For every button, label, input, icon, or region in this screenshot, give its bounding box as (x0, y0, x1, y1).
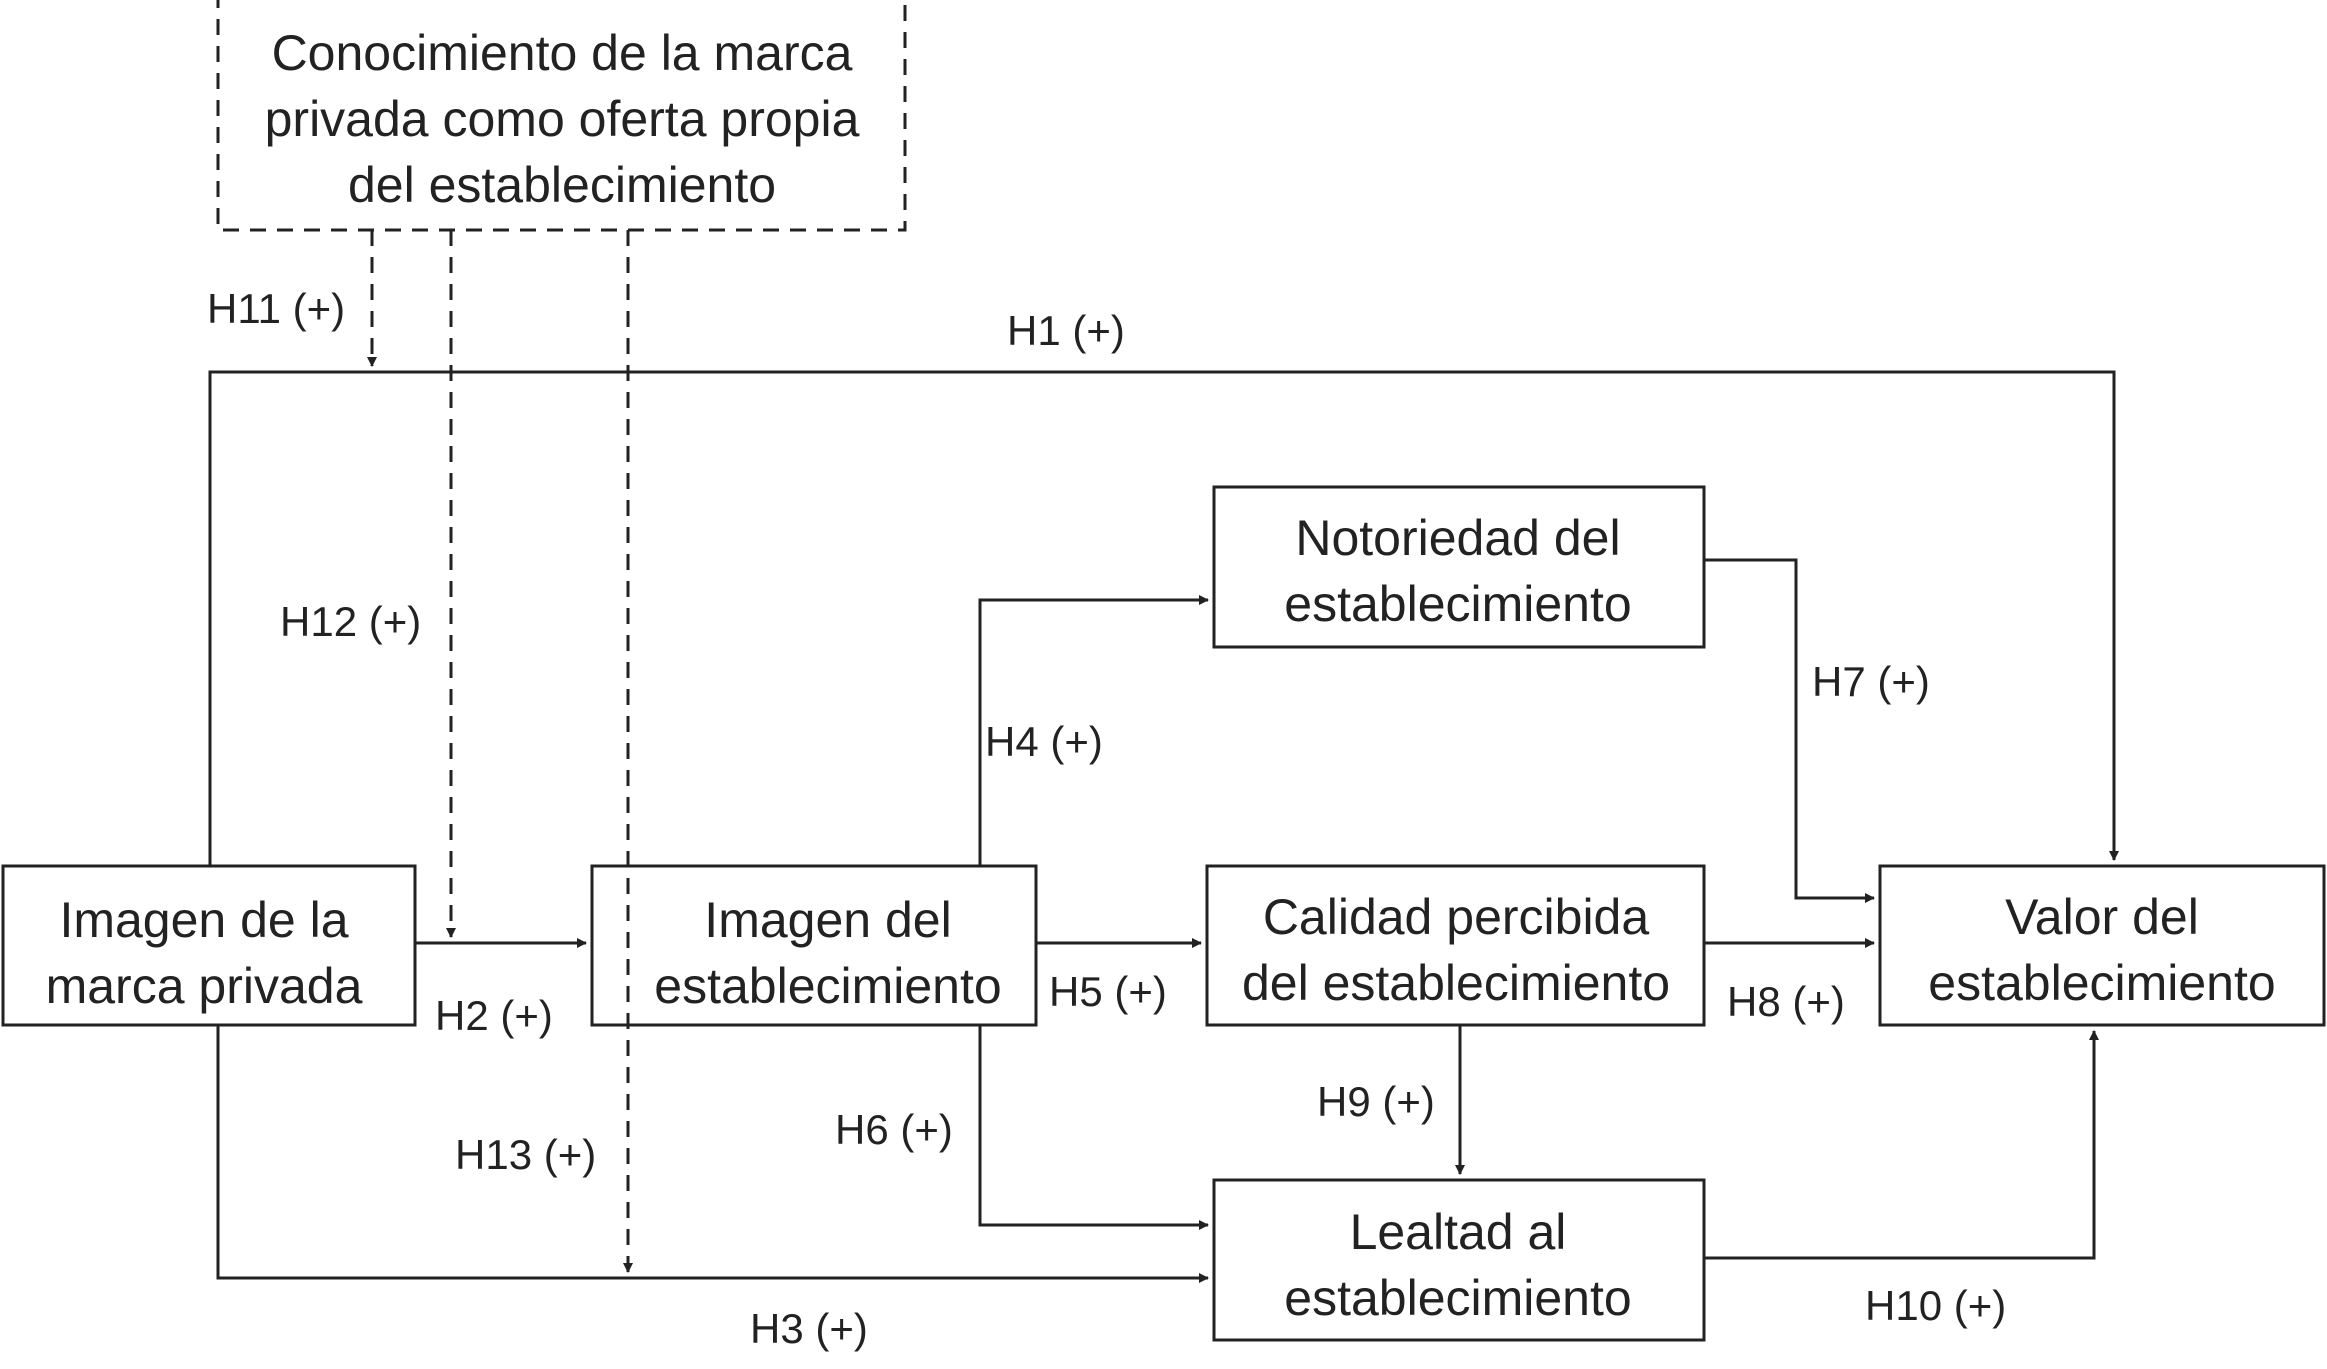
edge-h3-label: H3 (+) (750, 1305, 868, 1352)
node-lealtad: Lealtad al establecimiento (1212, 1178, 1706, 1342)
node-imagen-marca-line-1: Imagen de la (59, 892, 348, 948)
node-valor-line-1: Valor del (2005, 889, 2199, 945)
node-notoriedad-line-1: Notoriedad del (1295, 510, 1620, 566)
edge-h3-arrow (216, 1025, 1209, 1283)
edge-h8-label: H8 (+) (1727, 978, 1845, 1025)
edge-h10-label: H10 (+) (1865, 1282, 2006, 1329)
edge-h2-label: H2 (+) (435, 992, 553, 1039)
node-imagen-establecimiento-line-2: establecimiento (654, 958, 1001, 1014)
node-notoriedad: Notoriedad del establecimiento (1212, 485, 1706, 649)
node-conocimiento-line-1: Conocimiento de la marca (272, 25, 853, 81)
node-imagen-establecimiento: Imagen del establecimiento (590, 864, 1038, 1027)
node-valor-line-2: establecimiento (1928, 955, 2275, 1011)
node-imagen-marca-privada: Imagen de la marca privada (1, 864, 417, 1027)
edge-h7-arrow (1704, 558, 1875, 903)
node-lealtad-line-2: establecimiento (1284, 1270, 1631, 1326)
edge-h1-label: H1 (+) (1007, 307, 1125, 354)
edge-h1-arrow (208, 370, 2119, 866)
edge-h10-arrow (1704, 1030, 2099, 1260)
node-conocimiento-line-2: privada como oferta propia (265, 91, 860, 147)
edge-h6-label: H6 (+) (835, 1106, 953, 1153)
node-notoriedad-line-2: establecimiento (1284, 576, 1631, 632)
node-imagen-establecimiento-line-1: Imagen del (704, 892, 951, 948)
node-lealtad-line-1: Lealtad al (1350, 1204, 1567, 1260)
edge-h6-arrow (978, 1025, 1209, 1230)
edge-h4-label: H4 (+) (985, 718, 1103, 765)
edge-h13-label: H13 (+) (455, 1131, 596, 1178)
node-imagen-marca-line-2: marca privada (46, 958, 363, 1014)
edge-h9-label: H9 (+) (1317, 1078, 1435, 1125)
edge-h11-label: H11 (+) (207, 285, 345, 332)
node-conocimiento-marca-privada: Conocimiento de la marca privada como of… (216, 0, 907, 232)
edge-h5-label: H5 (+) (1049, 968, 1167, 1015)
node-calidad-percibida: Calidad percibida del establecimiento (1205, 864, 1706, 1027)
node-valor: Valor del establecimiento (1878, 864, 2326, 1027)
edge-h12-label: H12 (+) (280, 598, 421, 645)
node-calidad-line-2: del establecimiento (1242, 955, 1670, 1011)
edge-h7-label: H7 (+) (1812, 658, 1930, 705)
node-calidad-line-1: Calidad percibida (1263, 889, 1650, 945)
edge-h4-arrow (978, 595, 1209, 866)
node-conocimiento-line-3: del establecimiento (348, 157, 776, 213)
